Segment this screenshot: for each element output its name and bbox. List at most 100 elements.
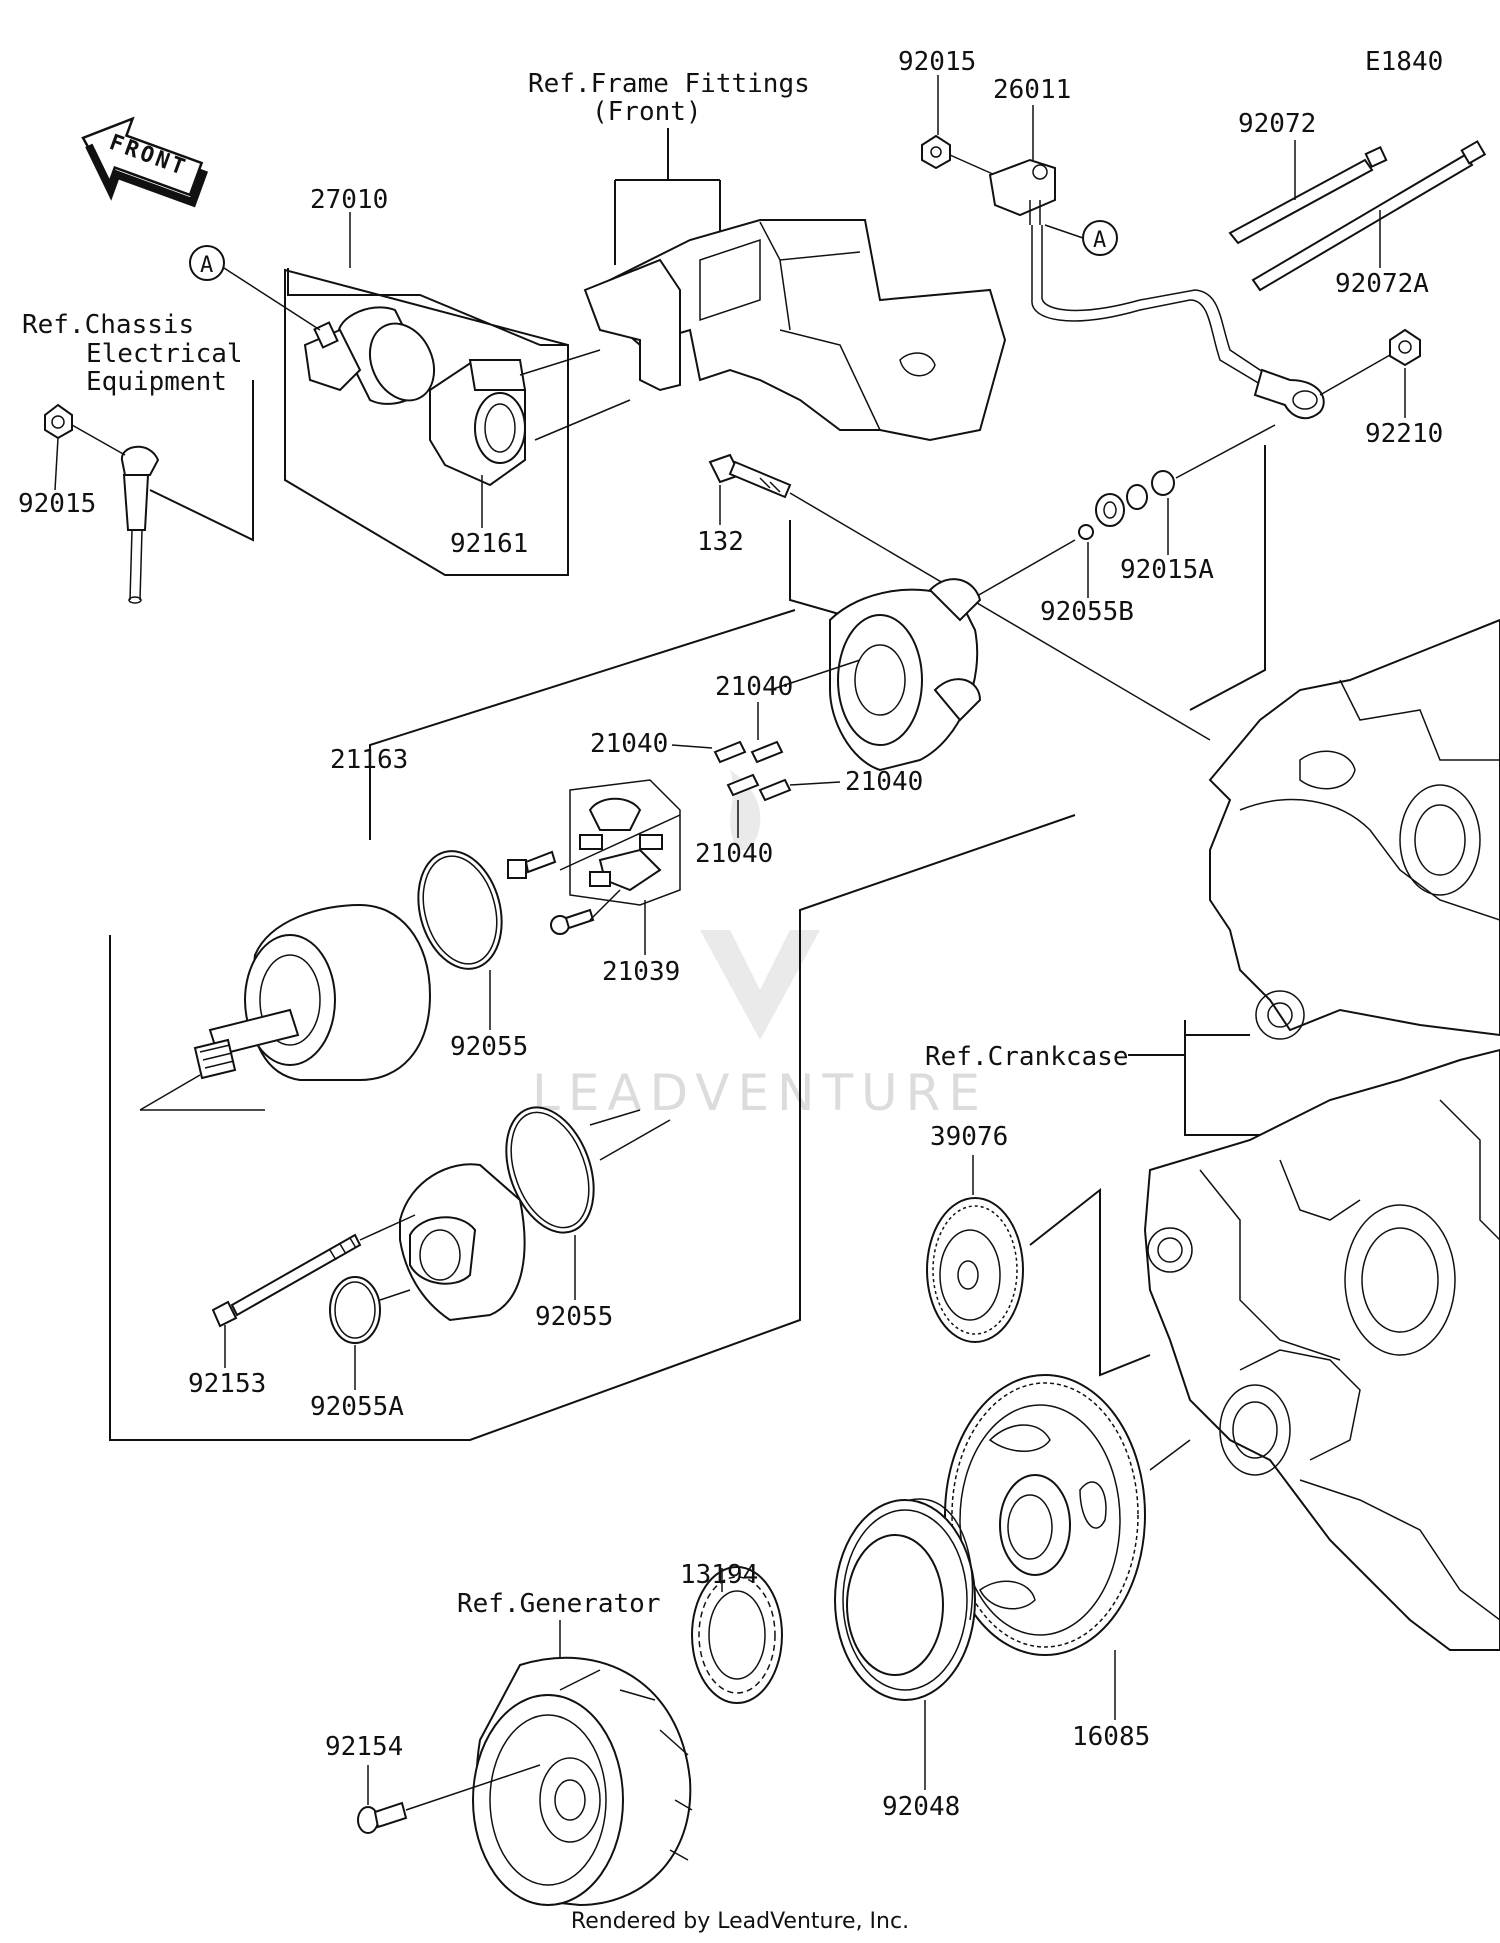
oring-92055B bbox=[1078, 524, 1094, 540]
ref-crankcase: Ref.Crankcase bbox=[925, 1042, 1129, 1072]
cable-terminal-left bbox=[120, 445, 160, 604]
starter-clutch-92048 bbox=[834, 1498, 976, 1701]
starter-motor-bracket bbox=[109, 609, 1076, 1441]
callout-a-left-leader bbox=[223, 267, 321, 331]
starter-front-cover bbox=[399, 1163, 526, 1322]
ref-frame-fittings: Ref.Frame Fittings bbox=[528, 69, 810, 99]
crankcase-lower bbox=[1143, 1048, 1500, 1651]
idler-gear-bracket bbox=[1029, 1187, 1151, 1377]
bolt-92153-axis bbox=[359, 1214, 416, 1241]
ref-chassis: Ref.Chassis bbox=[22, 310, 194, 340]
crankcase-bracket bbox=[1128, 1020, 1290, 1136]
leader-21040-c bbox=[789, 781, 841, 786]
watermark-logo bbox=[700, 770, 820, 1040]
ref-frame-fittings-front: (Front) bbox=[592, 97, 702, 127]
part-92153: 92153 bbox=[188, 1369, 266, 1399]
part-92048: 92048 bbox=[882, 1792, 960, 1822]
part-21040-a: 21040 bbox=[715, 672, 793, 702]
bolt-132 bbox=[708, 453, 792, 499]
oring-92055-a bbox=[417, 850, 503, 970]
leader-nut-left bbox=[71, 424, 126, 456]
callout-a-left bbox=[189, 245, 225, 281]
bolt-132-axis bbox=[789, 492, 1211, 741]
ref-generator: Ref.Generator bbox=[457, 1589, 661, 1619]
nut-92015-left bbox=[44, 403, 73, 440]
part-27010: 27010 bbox=[310, 185, 388, 215]
relay-leader-1 bbox=[519, 349, 631, 441]
brush-holder-21039 bbox=[579, 797, 663, 892]
idler-gear-39076 bbox=[926, 1197, 1024, 1343]
leader-nut-top bbox=[949, 154, 996, 176]
starter-clutch-gear-16085 bbox=[944, 1374, 1146, 1656]
part-21163: 21163 bbox=[330, 745, 408, 775]
watermark-text: LEADVENTURE bbox=[532, 1064, 988, 1122]
part-92055A: 92055A bbox=[310, 1392, 404, 1422]
chassis-bracket bbox=[149, 380, 254, 542]
part-92015A: 92015A bbox=[1120, 555, 1214, 585]
leader-nut-92210 bbox=[1319, 354, 1391, 396]
starter-relay-27010 bbox=[303, 306, 436, 405]
leader-21040-b bbox=[671, 744, 713, 749]
diagram-code: E1840 bbox=[1365, 47, 1443, 77]
part-92055-b: 92055 bbox=[535, 1302, 613, 1332]
part-92055-a: 92055 bbox=[450, 1032, 528, 1062]
callout-a-left-label: A bbox=[200, 253, 213, 278]
part-21040-b: 21040 bbox=[590, 729, 668, 759]
part-92161: 92161 bbox=[450, 529, 528, 559]
footer-rendered-by: Rendered by LeadVenture, Inc. bbox=[571, 1909, 909, 1934]
cable-tie-92072 bbox=[1228, 145, 1388, 245]
part-26011: 26011 bbox=[993, 75, 1071, 105]
frame-fitting-bracket-part bbox=[583, 219, 1007, 442]
generator-rotor bbox=[472, 1656, 693, 1907]
nut-92015A bbox=[1151, 470, 1175, 496]
ring-terminal-92210-side bbox=[1253, 368, 1325, 420]
brush-leaders bbox=[559, 814, 681, 921]
callout-a-right-leader bbox=[1044, 224, 1084, 239]
brush-screw-2 bbox=[550, 908, 595, 935]
callout-a-right-label: A bbox=[1093, 228, 1106, 253]
gear-axis bbox=[1149, 1439, 1191, 1471]
part-92072A: 92072A bbox=[1335, 269, 1429, 299]
part-92154: 92154 bbox=[325, 1732, 403, 1762]
oring-92055A bbox=[329, 1276, 381, 1344]
part-92015-top: 92015 bbox=[898, 47, 976, 77]
part-92055B: 92055B bbox=[1040, 597, 1134, 627]
part-92072: 92072 bbox=[1238, 109, 1316, 139]
part-21039: 21039 bbox=[602, 957, 680, 987]
springs-axis bbox=[769, 659, 861, 691]
crankcase-upper bbox=[1208, 618, 1500, 1040]
leader-92015-left bbox=[54, 437, 59, 491]
springs-21040 bbox=[713, 740, 792, 802]
washer-1 bbox=[1095, 493, 1125, 527]
nut-92015-top bbox=[921, 134, 951, 170]
front-arrow-icon bbox=[81, 116, 209, 208]
part-21040-c: 21040 bbox=[845, 767, 923, 797]
cable-tie-92072A bbox=[1251, 140, 1487, 292]
frame-fittings-bracket bbox=[614, 128, 721, 265]
starter-motor-21163 bbox=[139, 903, 432, 1111]
ref-chassis-electrical: Electrical bbox=[86, 339, 243, 369]
bolt-92154 bbox=[357, 1801, 408, 1834]
relay-cover-92161 bbox=[429, 358, 527, 487]
oring-92055A-axis bbox=[379, 1289, 411, 1301]
part-92210: 92210 bbox=[1365, 419, 1443, 449]
brush-holder-outline bbox=[569, 779, 681, 906]
one-way-clutch-13194 bbox=[691, 1566, 783, 1704]
part-39076: 39076 bbox=[930, 1122, 1008, 1152]
washer-axis bbox=[969, 424, 1276, 601]
bolt-92153 bbox=[211, 1233, 362, 1328]
nut-92210 bbox=[1389, 328, 1421, 367]
terminal-26011 bbox=[988, 158, 1276, 391]
bracket-27010 bbox=[284, 268, 569, 576]
washer-2 bbox=[1126, 484, 1148, 510]
part-132: 132 bbox=[697, 527, 744, 557]
oring-92055-b-axis bbox=[589, 1109, 671, 1161]
brush-screw-1 bbox=[507, 850, 557, 879]
starter-end-cover bbox=[829, 578, 982, 772]
oring-92055-b bbox=[505, 1106, 595, 1234]
ref-chassis-equipment: Equipment bbox=[86, 367, 227, 397]
part-13194: 13194 bbox=[680, 1560, 758, 1590]
part-92015-left: 92015 bbox=[18, 489, 96, 519]
